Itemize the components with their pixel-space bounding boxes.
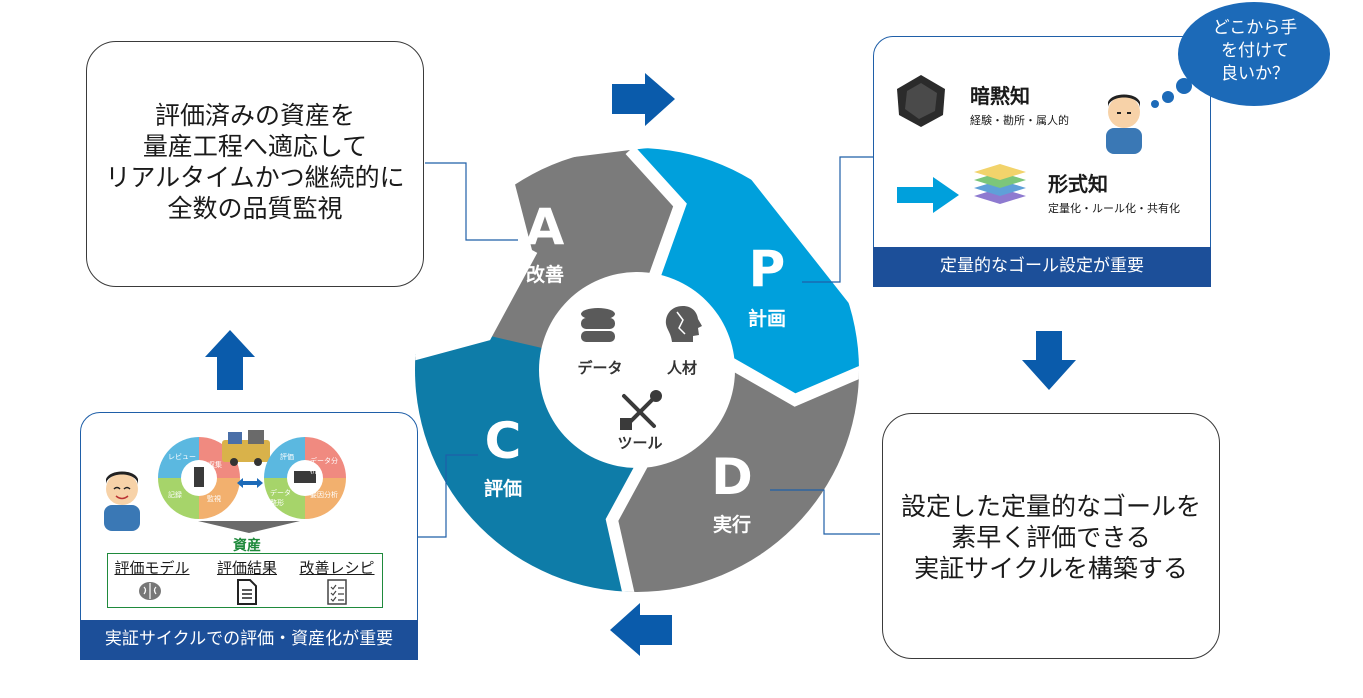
arrow-to-explicit-icon bbox=[897, 177, 959, 213]
improve-text: 評価済みの資産を 量産工程へ適応して リアルタイムかつ継続的に 全数の品質監視 bbox=[105, 101, 405, 223]
connector-a bbox=[425, 162, 518, 241]
assets-box bbox=[107, 553, 383, 608]
center-tools-label: ツール bbox=[617, 434, 663, 452]
asset-result: 評価結果 bbox=[216, 559, 277, 577]
left-cycle-3: 記録 bbox=[168, 491, 182, 499]
connector-d bbox=[770, 489, 880, 535]
execute-text: 設定した定量的なゴールを 素早く評価できる 実証サイクルを構築する bbox=[900, 492, 1201, 583]
arrow-left-bottom bbox=[610, 603, 672, 656]
segment-d-label: 実行 bbox=[712, 514, 751, 536]
right-cycle-4: 要因分析 bbox=[310, 491, 338, 499]
left-cycle-4: 監視 bbox=[207, 495, 221, 503]
person-icon bbox=[104, 471, 140, 531]
connector-c bbox=[418, 454, 478, 538]
database-icon bbox=[581, 308, 615, 342]
brain-icon bbox=[139, 582, 161, 600]
right-cycle-2: データ分析 bbox=[310, 457, 338, 475]
plan-banner: 定量的なゴール設定が重要 bbox=[873, 247, 1211, 287]
segment-p-letter: P bbox=[748, 240, 786, 298]
left-cycle-1: レビュー bbox=[168, 453, 196, 461]
bubble-text: どこから手 を付けて 良いか？ bbox=[1212, 18, 1298, 84]
segment-c-label: 評価 bbox=[483, 478, 522, 500]
thought-bubble bbox=[1151, 2, 1330, 108]
asset-recipe: 改善レシピ bbox=[299, 559, 375, 577]
assets-title: 資産 bbox=[233, 538, 261, 554]
tacit-sub: 経験・勘所・属人的 bbox=[970, 114, 1069, 127]
right-mini-cycle bbox=[264, 437, 346, 519]
left-mini-cycle bbox=[158, 437, 240, 519]
double-arrow-icon bbox=[237, 478, 263, 488]
tacit-title: 暗黙知 bbox=[970, 84, 1030, 108]
segment-p-label: 計画 bbox=[747, 308, 786, 330]
center-people-label: 人材 bbox=[666, 359, 697, 377]
segment-c-letter: C bbox=[484, 412, 522, 470]
segment-a-label: 改善 bbox=[525, 264, 564, 286]
segment-a-letter: A bbox=[525, 198, 565, 256]
explicit-knowledge-icon bbox=[974, 164, 1026, 204]
improve-box: 評価済みの資産を 量産工程へ適応して リアルタイムかつ継続的に 全数の品質監視 bbox=[86, 41, 424, 287]
asset-model: 評価モデル bbox=[114, 559, 190, 577]
tools-icon bbox=[620, 390, 662, 430]
arrow-right-top bbox=[612, 73, 675, 126]
checklist-icon bbox=[327, 579, 347, 605]
segment-d-letter: D bbox=[711, 448, 753, 506]
machine-icon bbox=[222, 430, 270, 466]
connector-p bbox=[802, 156, 873, 283]
person-thinking-icon bbox=[1106, 94, 1142, 154]
right-cycle-1: 評価 bbox=[280, 453, 294, 461]
explicit-sub: 定量化・ルール化・共有化 bbox=[1048, 202, 1180, 215]
document-icon bbox=[237, 579, 257, 605]
tacit-knowledge-icon bbox=[897, 75, 945, 127]
execute-box: 設定した定量的なゴールを 素早く評価できる 実証サイクルを構築する bbox=[882, 413, 1220, 659]
right-cycle-3: データ整形 bbox=[270, 489, 291, 507]
center-data-label: データ bbox=[577, 359, 623, 377]
explicit-title: 形式知 bbox=[1048, 172, 1108, 196]
down-triangle bbox=[198, 521, 300, 533]
head-icon bbox=[665, 306, 702, 342]
arrow-down-right bbox=[1022, 331, 1076, 390]
left-cycle-2: 収集 bbox=[208, 461, 222, 469]
evaluate-banner: 実証サイクルでの評価・資産化が重要 bbox=[80, 620, 418, 660]
arrow-up-left bbox=[205, 330, 255, 390]
